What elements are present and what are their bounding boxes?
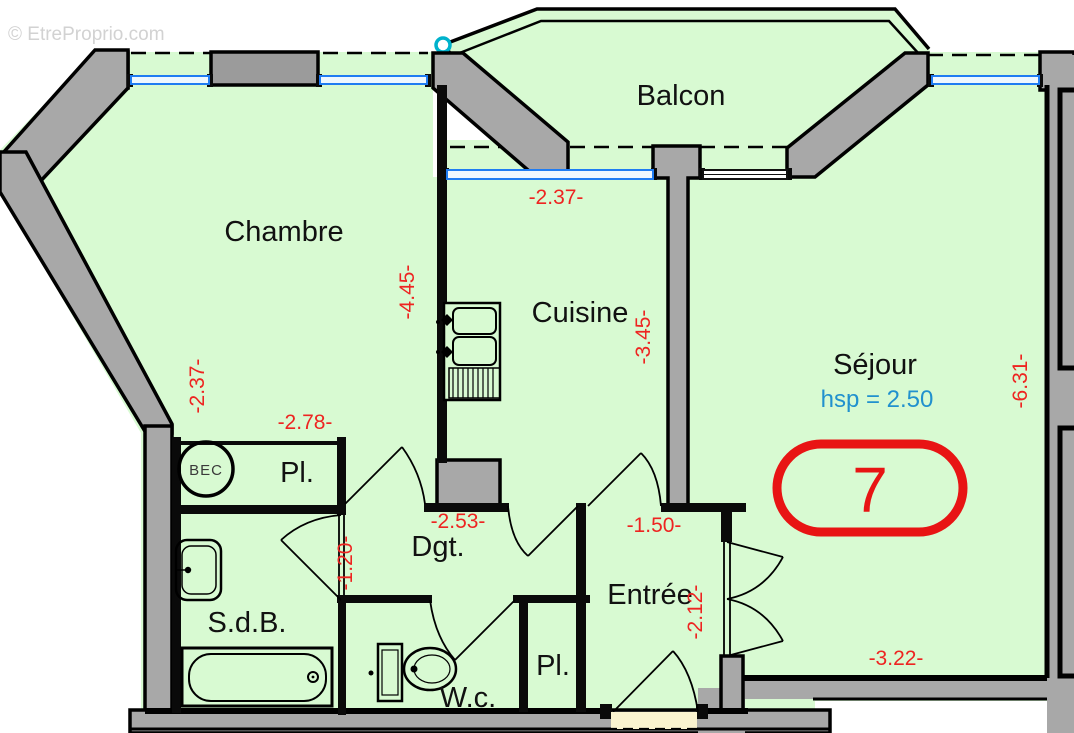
dim-cuisine-right: -3.45- [632, 310, 655, 365]
wall-top-left-diagonal [0, 48, 130, 189]
entry-jamb-left [600, 704, 612, 719]
wall-kitchen-pillar [435, 458, 502, 508]
room-label-wc: W.c. [440, 682, 496, 714]
window-sejour-top [931, 75, 1040, 85]
washbasin-icon [174, 538, 223, 602]
structure-lines [130, 85, 1074, 731]
wall-top-pillar [209, 50, 320, 87]
door-chambre [344, 446, 426, 505]
dim-degagement: -2.53- [431, 510, 486, 533]
dim-cuisine-window: -2.37- [529, 186, 584, 209]
dim-sejour-bottom: -3.22- [869, 647, 924, 670]
lot-number-badge: 7 [772, 439, 968, 537]
wall-sejour-door-step [719, 654, 745, 714]
wall-chambre-cuisine [437, 85, 447, 463]
room-label-chambre: Chambre [224, 216, 343, 248]
dim-sejour-right: -6.31- [1009, 354, 1032, 409]
door-sejour-double [726, 541, 784, 657]
wall-wc-pl [519, 598, 528, 712]
closet-front-line [180, 441, 338, 445]
door-cuisine [587, 452, 662, 507]
wall-sejour-bottom [743, 678, 1047, 699]
room-label-entree: Entrée [607, 579, 692, 611]
doors [280, 446, 784, 713]
dim-degagement-left: -1.20- [334, 536, 357, 591]
wall-entree-sejour-top [721, 506, 732, 542]
entry-jamb-right [696, 704, 708, 719]
bathtub-icon [180, 646, 334, 708]
wall-dgt-bottom-right [513, 595, 590, 603]
wall-wc-left [338, 595, 346, 715]
floor-areas [0, 8, 1047, 733]
balcony-pier-right [785, 51, 930, 179]
watermark: © EtreProprio.com [8, 24, 165, 45]
window-cuisine [446, 169, 654, 180]
bec-label: BEC [189, 462, 223, 479]
windows [130, 75, 1040, 180]
outside-lower-left [0, 192, 141, 733]
bec-outlet-icon [177, 440, 235, 498]
room-label-sdb: S.d.B. [208, 607, 287, 639]
kitchen-sink-icon [436, 301, 502, 402]
wall-mid-b [661, 503, 746, 512]
room-label-balcon: Balcon [637, 80, 726, 112]
dim-entree-right: -2.12- [684, 585, 707, 640]
toilet-icon [368, 642, 458, 703]
room-label-pl-chambre: Pl. [280, 457, 314, 489]
room-label-pl-entree: Pl. [536, 650, 570, 682]
dim-chambre-left: -2.37- [186, 359, 209, 414]
door-sdb [280, 514, 342, 601]
wall-left [143, 424, 174, 732]
room-label-sejour: Séjour [833, 349, 917, 381]
dim-chambre-right: -4.45- [396, 265, 419, 320]
window-chambre-right [319, 75, 428, 85]
fixtures [174, 301, 502, 708]
room-labels: © EtreProprio.com Balcon Chambre Cuisine… [8, 24, 933, 714]
room-label-cuisine: Cuisine [532, 297, 629, 329]
wall-dgt-bottom-left [337, 595, 432, 603]
wall-closet-right [337, 437, 346, 515]
window-chambre-left [130, 75, 210, 85]
ceiling-height-label: hsp = 2.50 [821, 386, 934, 413]
room-label-dgt: Dgt. [411, 531, 464, 563]
door-dgt [507, 505, 579, 557]
dimension-labels: -2.37- -2.78- -4.45- -2.37- -3.45- -6.31… [186, 186, 1032, 670]
wall-sdb-top [172, 505, 346, 514]
apartment-floor [0, 52, 1047, 733]
wall-pl-entree [576, 503, 586, 712]
wall-mid-a [424, 503, 509, 512]
dim-entree-top: -1.50- [627, 514, 682, 537]
dim-chambre-closet: -2.78- [278, 411, 333, 434]
outside-lower-right [815, 701, 1047, 733]
railing-attachment-marker [434, 36, 452, 54]
lot-number: 7 [852, 454, 888, 526]
door-entry [612, 650, 699, 713]
entry-threshold [607, 712, 701, 731]
